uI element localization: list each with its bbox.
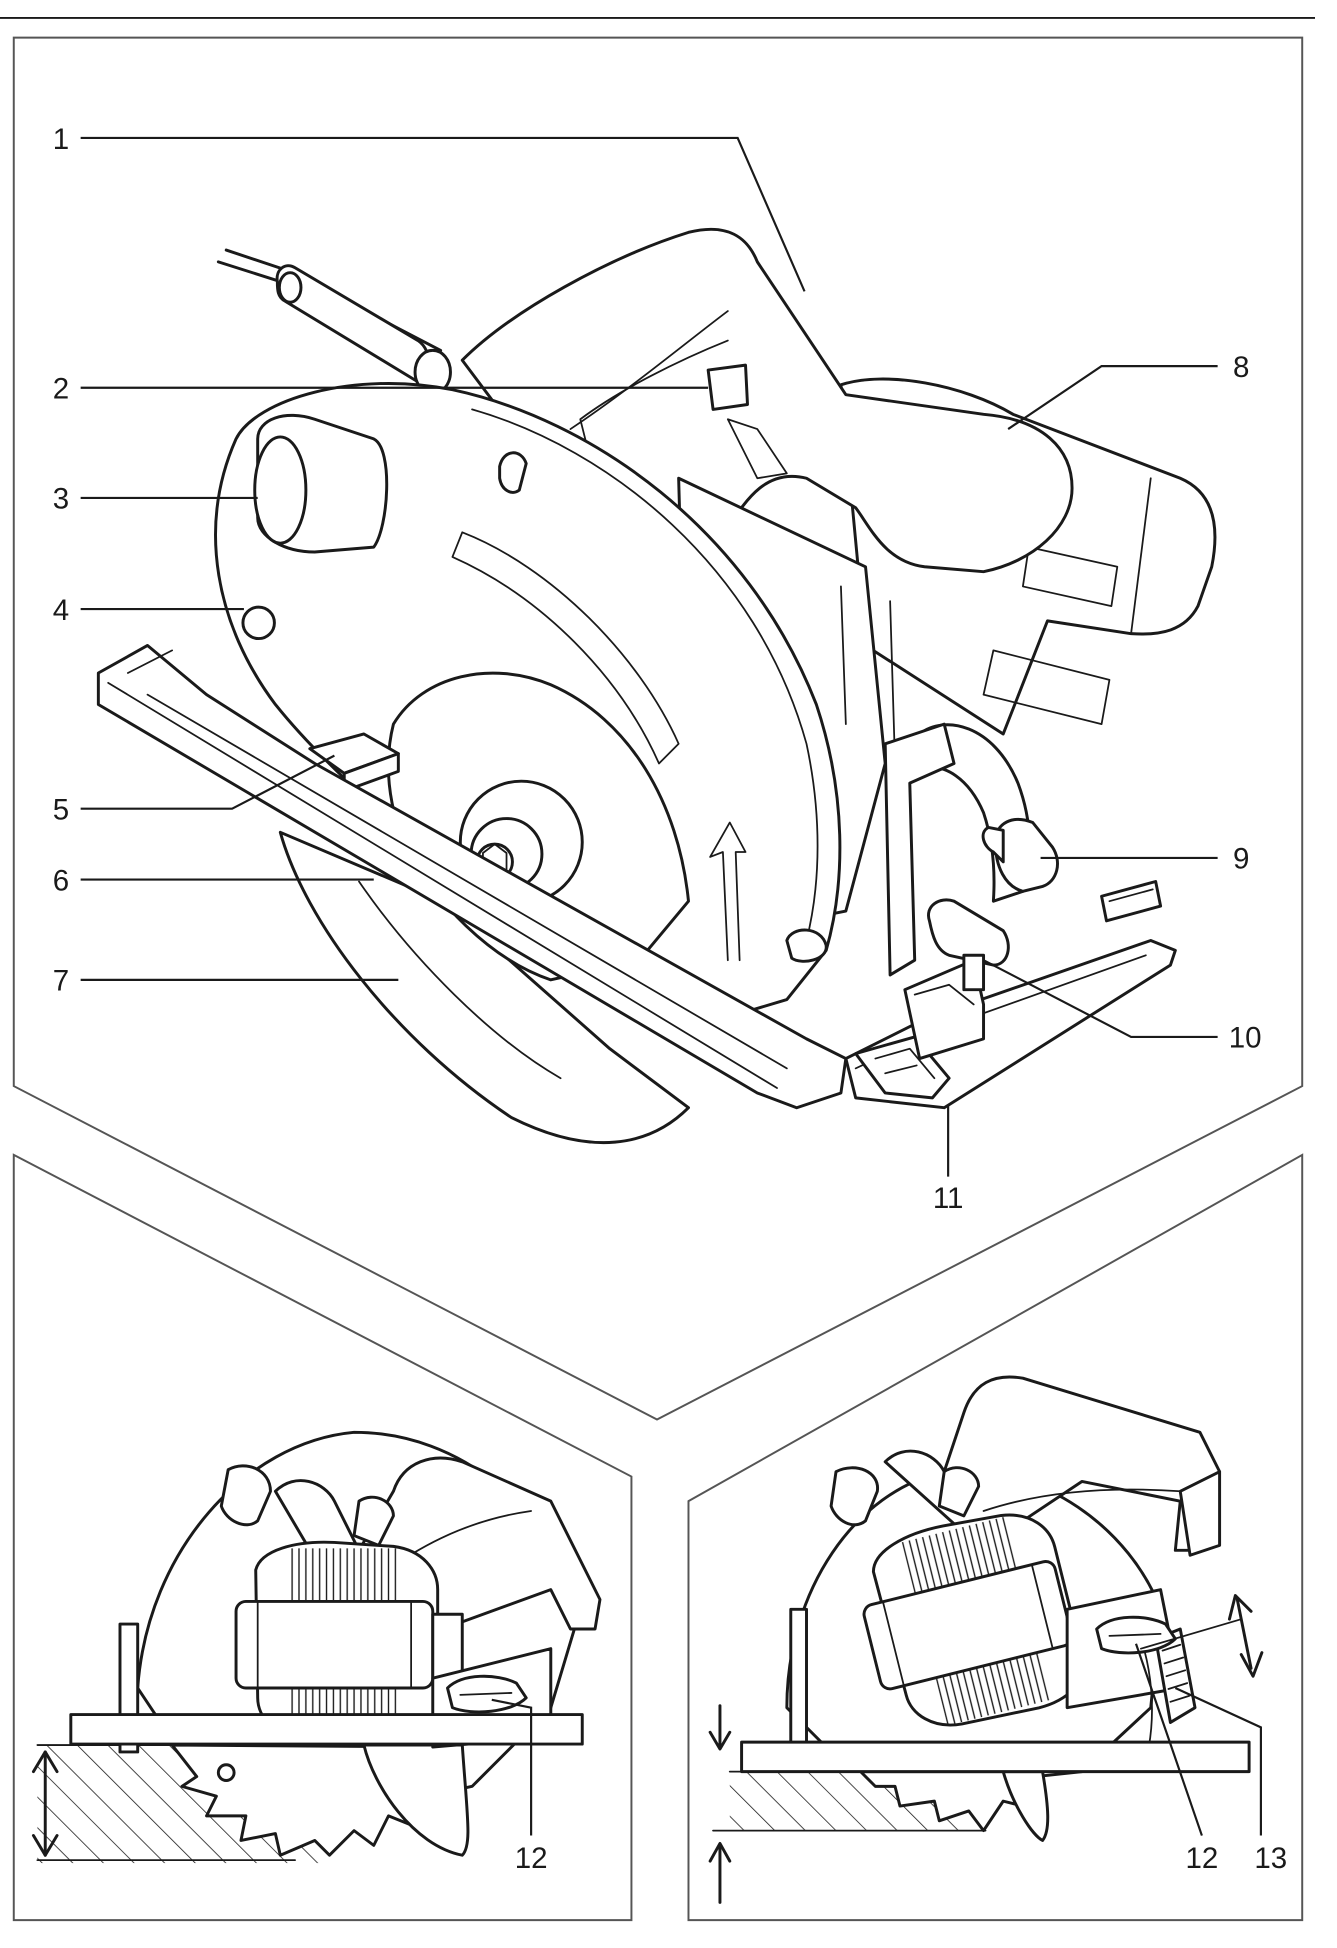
adjust-arrow (1235, 1598, 1253, 1670)
callout-8: 8 (1233, 351, 1249, 384)
depth-diagram-right (708, 1375, 1264, 1904)
depth-diagram-left (31, 1430, 602, 1864)
trigger (706, 363, 749, 411)
callout-3: 3 (53, 483, 69, 516)
callout-1: 1 (53, 123, 69, 156)
callout-11: 11 (933, 1182, 964, 1215)
callout-9: 9 (1233, 843, 1249, 876)
bottom-left-panel-frame (12, 1153, 633, 1922)
top-panel-frame (12, 36, 1304, 1421)
base-plate-side-left (69, 1713, 584, 1746)
bottom-right-panel-frame (687, 1153, 1304, 1922)
saw-blade (278, 830, 690, 1144)
rotation-arrow (709, 821, 747, 962)
callout-10: 10 (1229, 1022, 1262, 1055)
callout-12-left: 12 (515, 1842, 548, 1875)
callout-13-right: 13 (1254, 1842, 1287, 1875)
motor-band-left (234, 1599, 435, 1690)
callout-6: 6 (53, 864, 69, 897)
motor-band-right (862, 1560, 1074, 1691)
saw-drawing (96, 227, 1217, 1144)
lower-guard-lever-hole (241, 605, 276, 641)
bevel-lock-knob (993, 818, 1059, 893)
callout-leaders-top (80, 136, 1218, 1177)
callout-4: 4 (53, 594, 69, 627)
callout-12-right: 12 (1185, 1842, 1218, 1875)
callout-7: 7 (53, 965, 69, 998)
base-plate-side-right (740, 1740, 1251, 1774)
depth-lock-lever (927, 898, 1010, 967)
callout-2: 2 (53, 373, 69, 406)
callout-5: 5 (53, 794, 69, 827)
